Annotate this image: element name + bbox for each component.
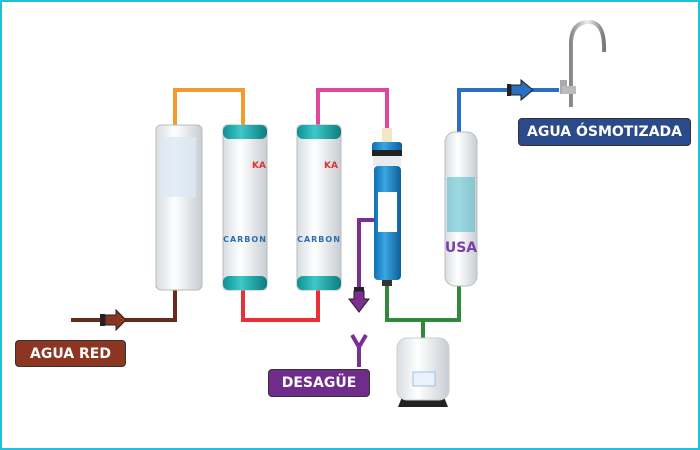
- osmosis-water-label: AGUA ÓSMOTIZADA: [518, 118, 691, 146]
- post-filter-text: USA: [445, 240, 477, 256]
- sediment-filter: [155, 124, 203, 291]
- orange-pipe: [173, 88, 245, 127]
- drain-arrow-icon: [347, 287, 371, 313]
- pink-pipe: [316, 88, 389, 130]
- post-carbon-filter: USA: [444, 131, 478, 287]
- outlet-arrow-icon: [507, 78, 534, 102]
- carbon-filter-2: KA CARBON: [296, 124, 342, 291]
- drain-label: DESAGÜE: [268, 369, 370, 397]
- carbon-badge-2: KA: [324, 161, 338, 171]
- ro-membrane: [372, 128, 402, 286]
- carbon-badge-1: KA: [252, 161, 266, 171]
- faucet-icon[interactable]: [560, 19, 607, 107]
- red-pipe: [241, 284, 320, 322]
- drain-pipe: [357, 218, 374, 302]
- carbon-filter-1: KA CARBON: [222, 124, 268, 291]
- carbon-text-1: CARBON: [223, 235, 267, 244]
- tap-water-label: AGUA RED: [15, 340, 126, 367]
- storage-tank: [396, 337, 450, 407]
- inlet-arrow-icon: [100, 308, 127, 332]
- carbon-text-2: CARBON: [297, 235, 341, 244]
- green-pipe: [385, 282, 461, 322]
- drain-y-icon: [350, 333, 368, 367]
